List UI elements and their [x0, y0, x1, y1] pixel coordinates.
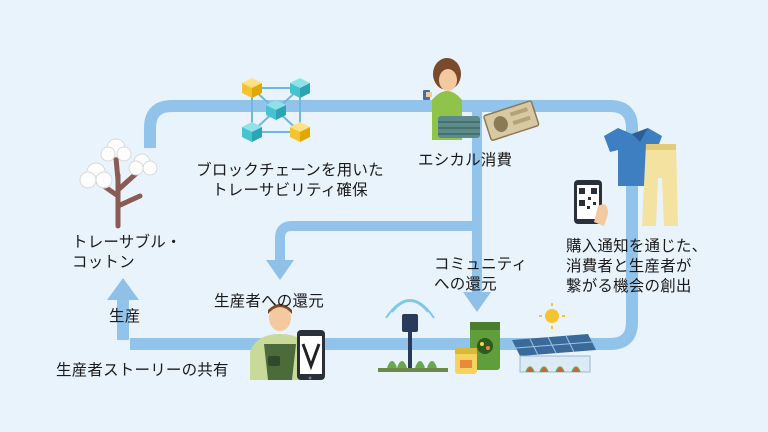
traceable-cotton-label: トレーサブル・ コットン [72, 233, 182, 271]
producer-return-arrow [275, 106, 482, 262]
flow-loop [130, 100, 638, 350]
blockchain-traceability-label: ブロックチェーンを用いた トレーサビリティ確保 [196, 161, 384, 199]
seed-bag-icon [455, 322, 500, 374]
producer-story-label: 生産者ストーリーの共有 [56, 361, 229, 379]
community-return-label: コミュニティ への還元 [434, 255, 528, 293]
qr-phone-icon [574, 180, 608, 226]
ethical-consumption-label: エシカル消費 [418, 151, 513, 169]
shirt-and-pants-icon [604, 128, 678, 226]
blockchain-cubes-icon [242, 78, 310, 142]
irrigation-sprinkler-icon [378, 299, 448, 372]
production-label: 生産 [109, 307, 141, 325]
farmer-with-phone-icon [250, 304, 325, 380]
yen-banknote-icon [483, 100, 540, 141]
cotton-plant-icon [79, 138, 158, 229]
production-arrowhead [107, 278, 139, 300]
purchase-notification-label: 購入通知を通じた、 消費者と生産者が 繋がる機会の創出 [566, 237, 708, 295]
shopper-with-basket-icon [423, 58, 480, 140]
solar-panel-greenhouse-icon [512, 303, 596, 373]
producer-return-label: 生産者への還元 [214, 292, 324, 310]
producer-return-arrowhead [266, 260, 294, 280]
community-arrowhead [463, 292, 491, 312]
